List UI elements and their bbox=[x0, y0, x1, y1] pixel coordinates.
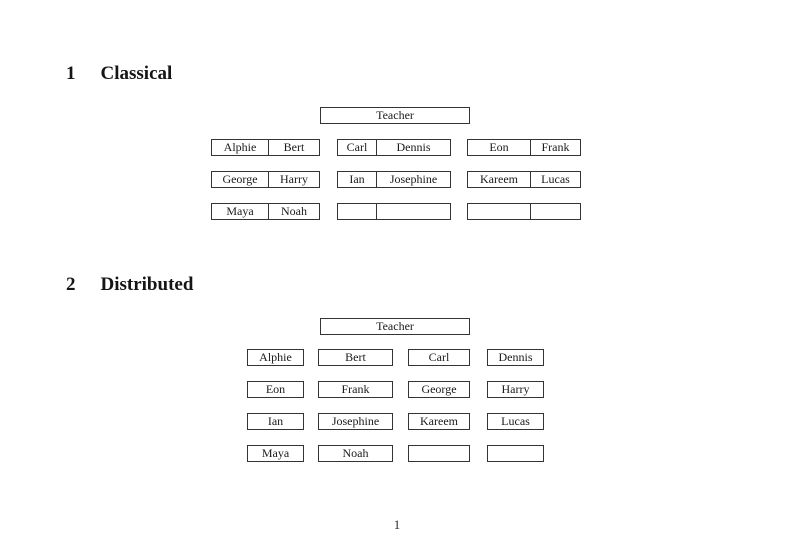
seat-label: Alphie bbox=[223, 140, 257, 154]
seat-box: George bbox=[408, 381, 470, 398]
seat-label bbox=[530, 204, 580, 219]
desk-r3c2-empty bbox=[337, 203, 451, 220]
section-number: 2 bbox=[66, 274, 76, 295]
desk-r3c1: Maya Noah bbox=[211, 203, 320, 220]
seat-box: Maya bbox=[247, 445, 304, 462]
seat-label: Dennis bbox=[376, 140, 450, 155]
desk-r2c2: Ian Josephine bbox=[337, 171, 451, 188]
seat-label: Harry bbox=[268, 172, 319, 187]
seat-box: Harry bbox=[487, 381, 544, 398]
seat-label: Noah bbox=[268, 204, 319, 219]
teacher-label: Teacher bbox=[376, 108, 414, 122]
seat-label: Frank bbox=[530, 140, 580, 155]
seat-box: Ian bbox=[247, 413, 304, 430]
seat-box: Noah bbox=[318, 445, 393, 462]
seat-label bbox=[376, 204, 450, 219]
seat-label: George bbox=[222, 172, 258, 186]
desk-r1c3: Eon Frank bbox=[467, 139, 581, 156]
seat-box: Carl bbox=[408, 349, 470, 366]
seat-label: Ian bbox=[349, 172, 365, 186]
seat-box: Kareem bbox=[408, 413, 470, 430]
desk-r1c1: Alphie Bert bbox=[211, 139, 320, 156]
seat-box: Josephine bbox=[318, 413, 393, 430]
teacher-label: Teacher bbox=[376, 319, 414, 333]
section-number: 1 bbox=[66, 63, 76, 84]
desk-r2c3: Kareem Lucas bbox=[467, 171, 581, 188]
seat-label: Bert bbox=[268, 140, 319, 155]
teacher-box: Teacher bbox=[320, 107, 470, 124]
seat-label: Carl bbox=[346, 140, 368, 154]
section-heading-distributed: 2 Distributed bbox=[66, 274, 193, 296]
seat-box: Bert bbox=[318, 349, 393, 366]
desk-r2c1: George Harry bbox=[211, 171, 320, 188]
seat-label bbox=[338, 204, 376, 219]
seat-label: Lucas bbox=[530, 172, 580, 187]
seat-label: Josephine bbox=[376, 172, 450, 187]
desk-r3c3-empty bbox=[467, 203, 581, 220]
page-number: 1 bbox=[393, 517, 401, 532]
seat-box: Frank bbox=[318, 381, 393, 398]
seat-label: Eon bbox=[489, 140, 509, 154]
seat-box: Alphie bbox=[247, 349, 304, 366]
section-title: Distributed bbox=[100, 274, 194, 295]
seat-box: Dennis bbox=[487, 349, 544, 366]
seat-label: Maya bbox=[226, 204, 254, 218]
section-heading-classical: 1 Classical bbox=[66, 63, 172, 85]
seat-box-empty bbox=[487, 445, 544, 462]
seat-label bbox=[468, 204, 530, 219]
desk-r1c2: Carl Dennis bbox=[337, 139, 451, 156]
seat-box: Lucas bbox=[487, 413, 544, 430]
seat-box: Eon bbox=[247, 381, 304, 398]
seat-box-empty bbox=[408, 445, 470, 462]
teacher-box: Teacher bbox=[320, 318, 470, 335]
section-title: Classical bbox=[100, 63, 173, 84]
seat-label: Kareem bbox=[480, 172, 518, 186]
